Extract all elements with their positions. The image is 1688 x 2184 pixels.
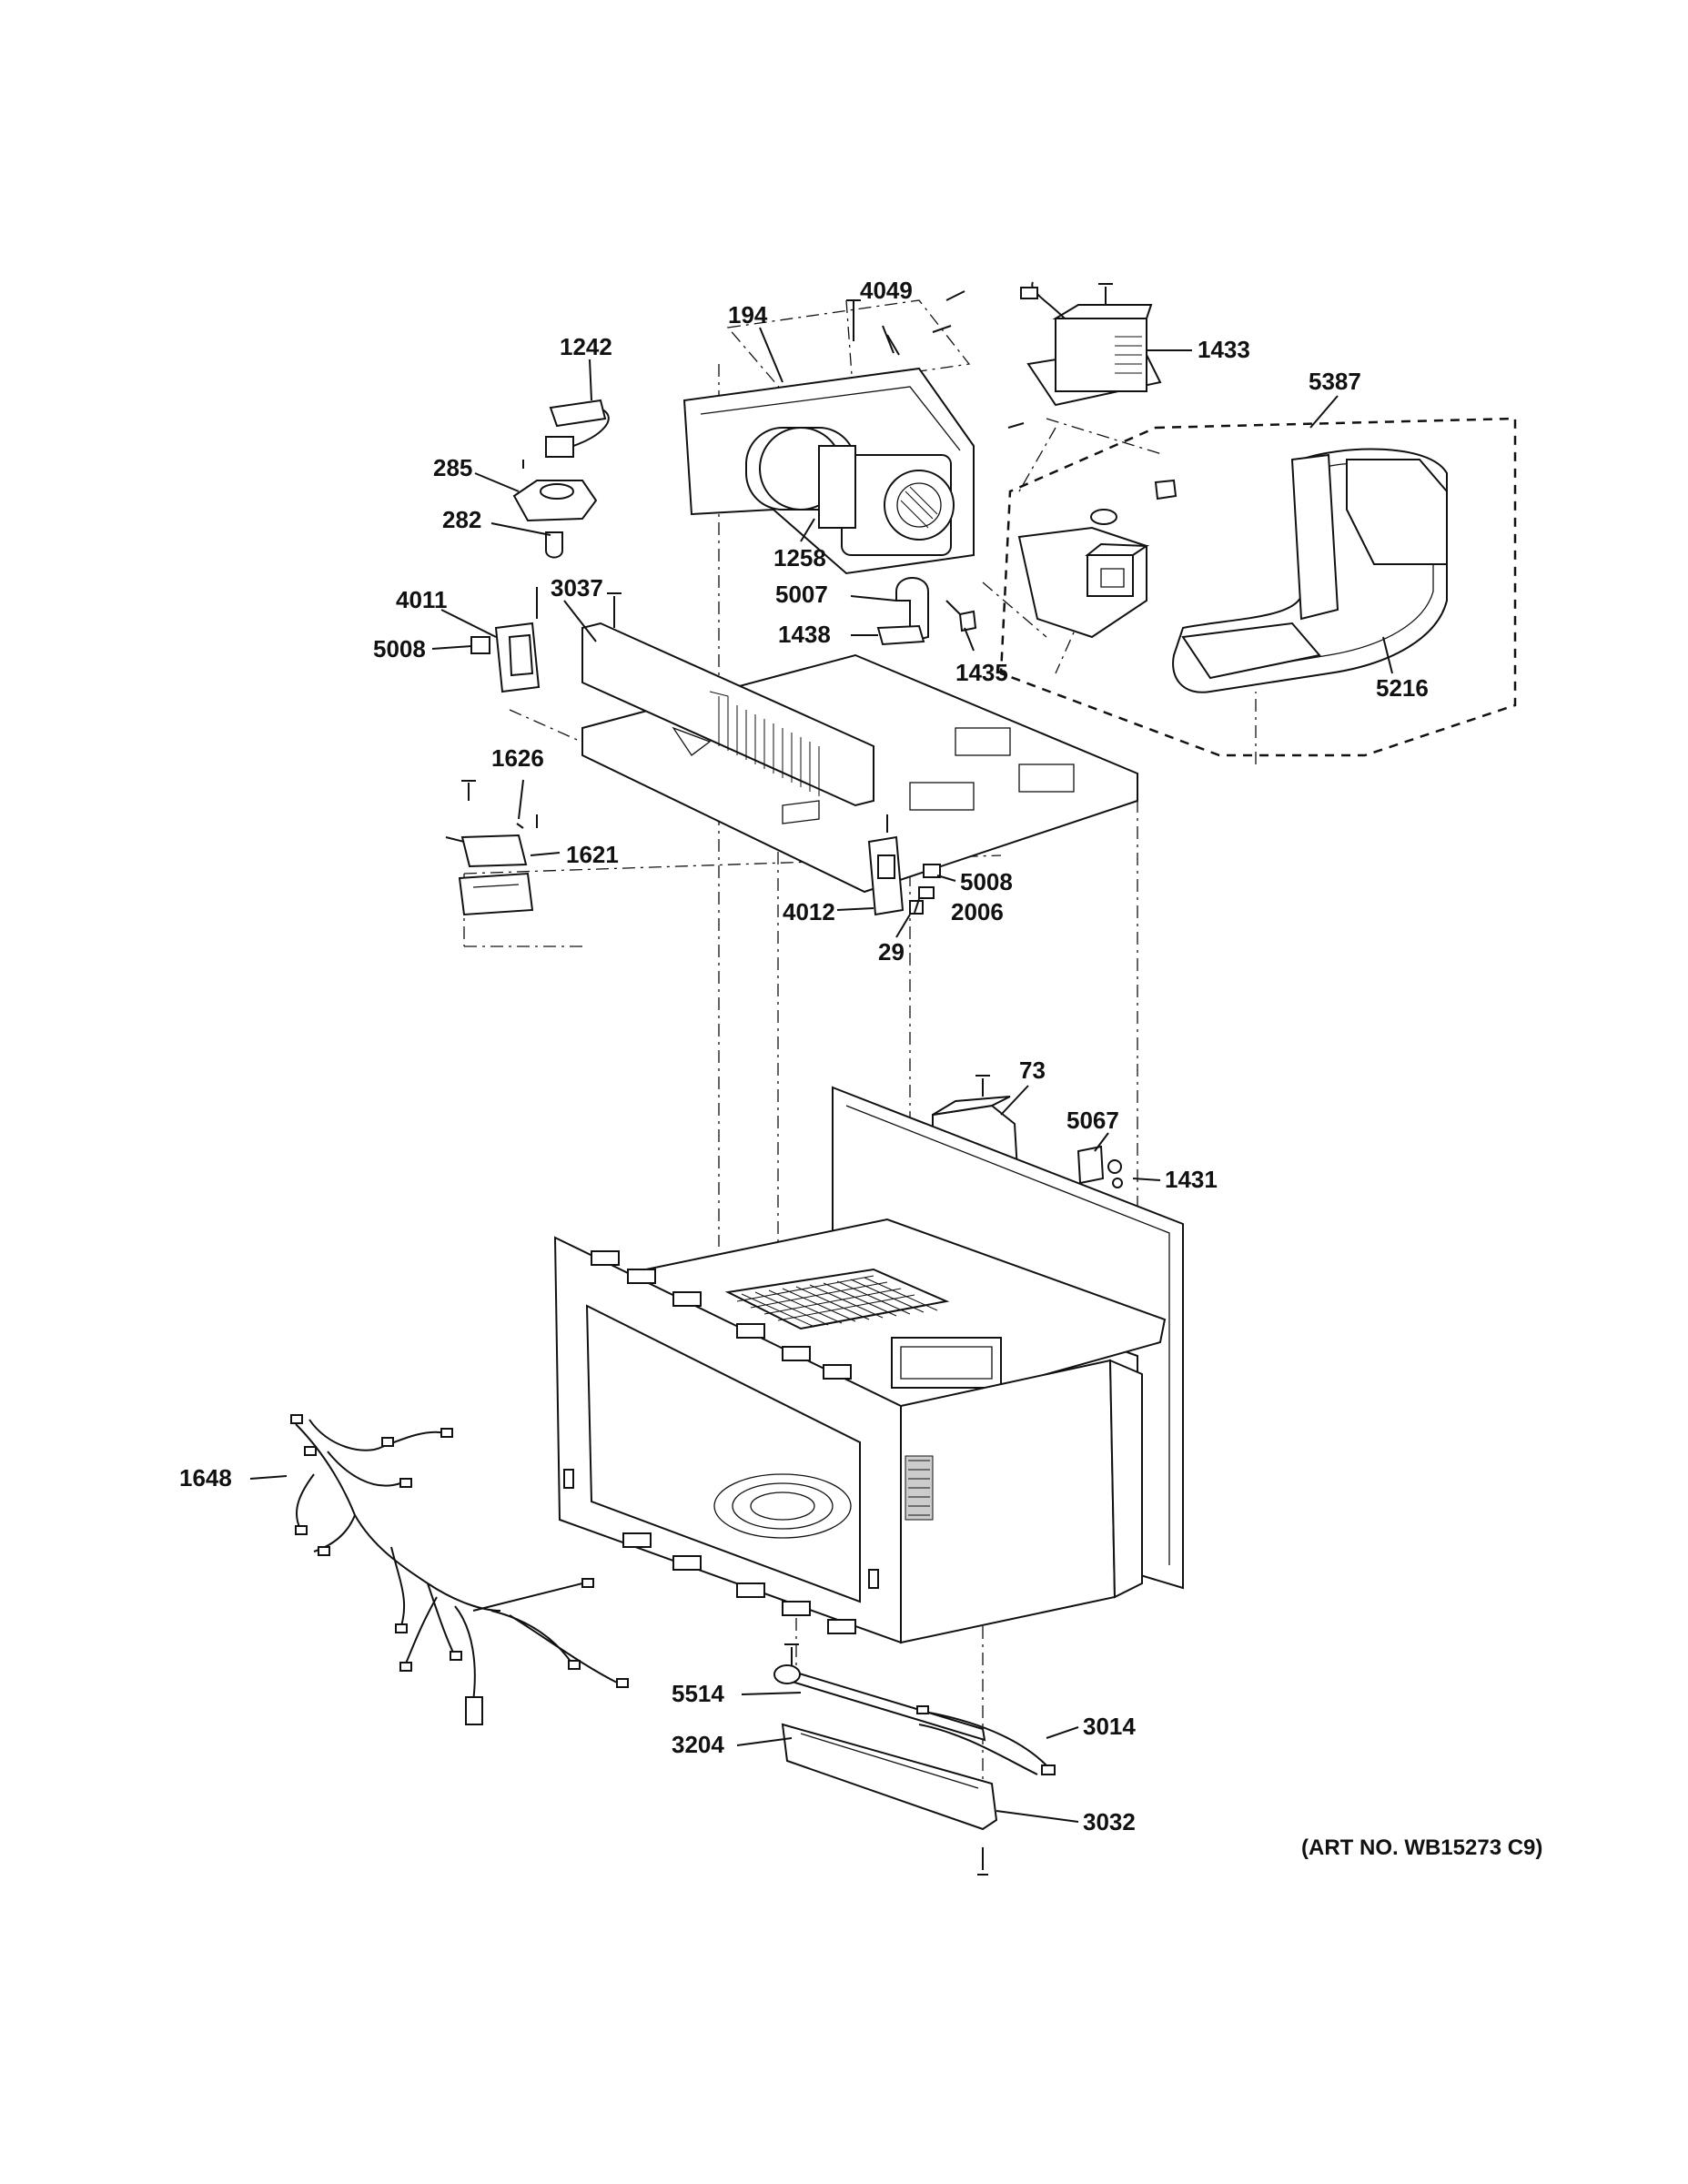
switch-bracket-4011 (470, 587, 541, 693)
callout-1433: 1433 (1198, 336, 1250, 363)
callout-5007: 5007 (775, 581, 828, 608)
top-plate-3037 (581, 592, 1138, 894)
callout-2006: 2006 (951, 898, 1004, 925)
callout-5008-left: 5008 (373, 635, 426, 662)
callout-4012: 4012 (783, 898, 835, 925)
callout-282: 282 (442, 506, 481, 533)
interlock-4012 (867, 814, 941, 916)
callout-5008-right: 5008 (960, 868, 1013, 895)
callout-1431: 1431 (1165, 1166, 1218, 1193)
callout-3037: 3037 (551, 574, 603, 602)
callout-3204: 3204 (672, 1731, 724, 1758)
callout-1258: 1258 (773, 544, 826, 571)
wire-harness-1648 (290, 1414, 629, 1725)
callout-1621: 1621 (566, 841, 619, 868)
thermostat-1621 (445, 780, 538, 916)
callout-5216: 5216 (1376, 674, 1429, 702)
callout-labels: 4049 194 1242 1433 5387 285 282 1258 401… (179, 277, 1429, 1835)
transformer-1433 (1020, 281, 1162, 407)
callout-4049: 4049 (860, 277, 913, 304)
callout-1626: 1626 (491, 744, 544, 772)
callout-5387: 5387 (1309, 368, 1361, 395)
screws-top (846, 283, 1113, 429)
callout-194: 194 (728, 301, 768, 329)
callout-29: 29 (878, 938, 905, 966)
blower-bracket-194 (682, 367, 975, 575)
duct-assembly-5387 (999, 417, 1517, 757)
callout-73: 73 (1019, 1057, 1046, 1084)
callout-1242: 1242 (560, 333, 612, 360)
bottom-parts (773, 1643, 1056, 1876)
callout-5067: 5067 (1066, 1107, 1119, 1134)
callout-285: 285 (433, 454, 472, 481)
callout-3014: 3014 (1083, 1713, 1136, 1740)
clamps-5007-1438 (876, 577, 977, 646)
callout-5514: 5514 (672, 1680, 724, 1707)
pin-4049 (886, 334, 900, 356)
leader-lines (249, 325, 1393, 1823)
thermal-parts-left (512, 399, 610, 559)
callout-1438: 1438 (778, 621, 831, 648)
art-number: (ART NO. WB15273 C9) (1301, 1835, 1542, 1860)
callout-4011: 4011 (396, 586, 447, 613)
callout-3032: 3032 (1083, 1808, 1136, 1835)
callout-1435: 1435 (955, 659, 1008, 686)
oven-cavity (553, 1086, 1184, 1644)
callout-1648: 1648 (179, 1464, 232, 1491)
